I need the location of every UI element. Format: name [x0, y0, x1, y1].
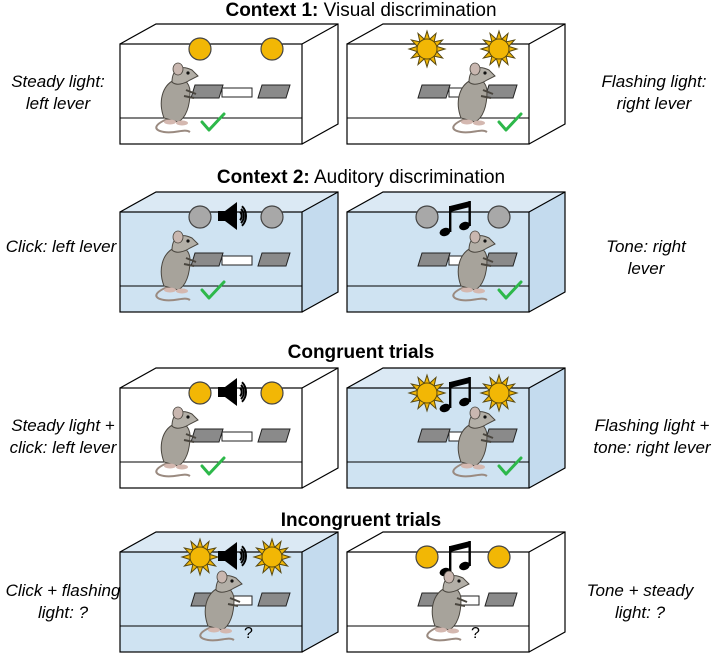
chamber-edge — [528, 23, 566, 45]
outcome-question-mark: ? — [471, 625, 480, 642]
flashing-light-icon — [479, 373, 519, 413]
section-title-incongruent: Incongruent trials — [280, 510, 442, 531]
chamber-box — [346, 191, 566, 313]
music-note-tone-icon — [439, 377, 471, 413]
lever-left — [417, 428, 451, 443]
lever-left — [190, 252, 224, 267]
checkmark-icon — [200, 456, 226, 476]
chamber-edge — [301, 23, 339, 45]
steady-light-icon — [260, 381, 284, 405]
chamber-box — [346, 23, 566, 145]
label-click-flashing: Click + flashing light: ? — [5, 581, 121, 622]
steady-light-icon — [188, 381, 212, 405]
chamber-box: ? — [346, 531, 566, 653]
chamber-top-face — [347, 192, 565, 212]
speaker-click-icon — [218, 542, 247, 570]
lever-right — [257, 84, 291, 99]
chamber-side-face — [302, 532, 338, 652]
food-tray — [221, 431, 253, 442]
rat-icon — [452, 230, 496, 302]
flashing-light-icon — [479, 29, 519, 69]
label-tone: Tone: right lever — [606, 237, 686, 278]
chamber-box — [346, 367, 566, 489]
label-tone-steady: Tone + steady light: ? — [586, 581, 694, 622]
lever-right — [257, 592, 291, 607]
food-tray — [221, 87, 253, 98]
label-steady-click: Steady light + click: left lever — [9, 416, 117, 457]
flashing-light-icon — [180, 537, 220, 577]
chamber-front-edge — [346, 211, 530, 313]
rat-icon — [155, 230, 199, 302]
flashing-light-icon — [407, 373, 447, 413]
chamber-side-face — [529, 192, 565, 312]
chamber-edge — [301, 367, 339, 389]
label-steady-light: Steady light: left lever — [11, 72, 105, 113]
label-flashing-tone: Flashing light + tone: right lever — [593, 416, 711, 457]
checkmark-icon — [200, 280, 226, 300]
lever-left — [190, 428, 224, 443]
steady-light-icon — [188, 37, 212, 61]
grey-light-icon — [260, 205, 284, 229]
grey-light-icon — [487, 205, 511, 229]
chamber-top-face — [120, 192, 338, 212]
chamber-top-face — [347, 368, 565, 388]
rat-icon — [452, 62, 496, 134]
chamber-edge — [301, 531, 339, 553]
lever-right — [484, 428, 518, 443]
lever-right — [484, 84, 518, 99]
lever-left — [417, 84, 451, 99]
steady-light-icon — [415, 545, 439, 569]
checkmark-icon — [200, 112, 226, 132]
rat-icon — [452, 406, 496, 478]
chamber-edge — [528, 191, 566, 213]
checkmark-icon — [497, 280, 523, 300]
lever-right — [484, 592, 518, 607]
chamber-box — [119, 191, 339, 313]
section-title-context-2: Context 2: Auditory discrimination — [216, 167, 506, 188]
grey-light-icon — [415, 205, 439, 229]
steady-light-icon — [260, 37, 284, 61]
music-note-tone-icon — [439, 541, 471, 577]
label-click: Click: left lever — [5, 237, 117, 256]
rat-icon — [199, 570, 243, 642]
chamber-box: ? — [119, 531, 339, 653]
music-note-tone-icon — [439, 201, 471, 237]
label-flashing-light: Flashing light: right lever — [601, 72, 707, 113]
flashing-light-icon — [252, 537, 292, 577]
section-title-congruent: Congruent trials — [287, 342, 435, 363]
chamber-edge — [528, 531, 566, 553]
rat-icon — [426, 570, 470, 642]
chamber-front-edge — [119, 211, 303, 313]
rat-icon — [155, 62, 199, 134]
lever-left — [190, 84, 224, 99]
flashing-light-icon — [407, 29, 447, 69]
lever-right — [257, 428, 291, 443]
food-tray — [221, 255, 253, 266]
section-title-context-1: Context 1: Visual discrimination — [225, 0, 497, 21]
grey-light-icon — [188, 205, 212, 229]
checkmark-icon — [497, 456, 523, 476]
chamber-edge — [301, 191, 339, 213]
chamber-box — [119, 23, 339, 145]
outcome-question-mark: ? — [244, 625, 253, 642]
chamber-side-face — [529, 368, 565, 488]
steady-light-icon — [487, 545, 511, 569]
chamber-front-edge — [346, 551, 530, 653]
lever-right — [484, 252, 518, 267]
chamber-front-edge — [119, 387, 303, 489]
rat-icon — [155, 406, 199, 478]
chamber-side-face — [302, 192, 338, 312]
lever-left — [417, 252, 451, 267]
lever-right — [257, 252, 291, 267]
speaker-click-icon — [218, 202, 247, 230]
chamber-edge — [528, 367, 566, 389]
checkmark-icon — [497, 112, 523, 132]
speaker-click-icon — [218, 378, 247, 406]
chamber-box — [119, 367, 339, 489]
chamber-front-edge — [119, 43, 303, 145]
chamber-top-face — [120, 532, 338, 552]
